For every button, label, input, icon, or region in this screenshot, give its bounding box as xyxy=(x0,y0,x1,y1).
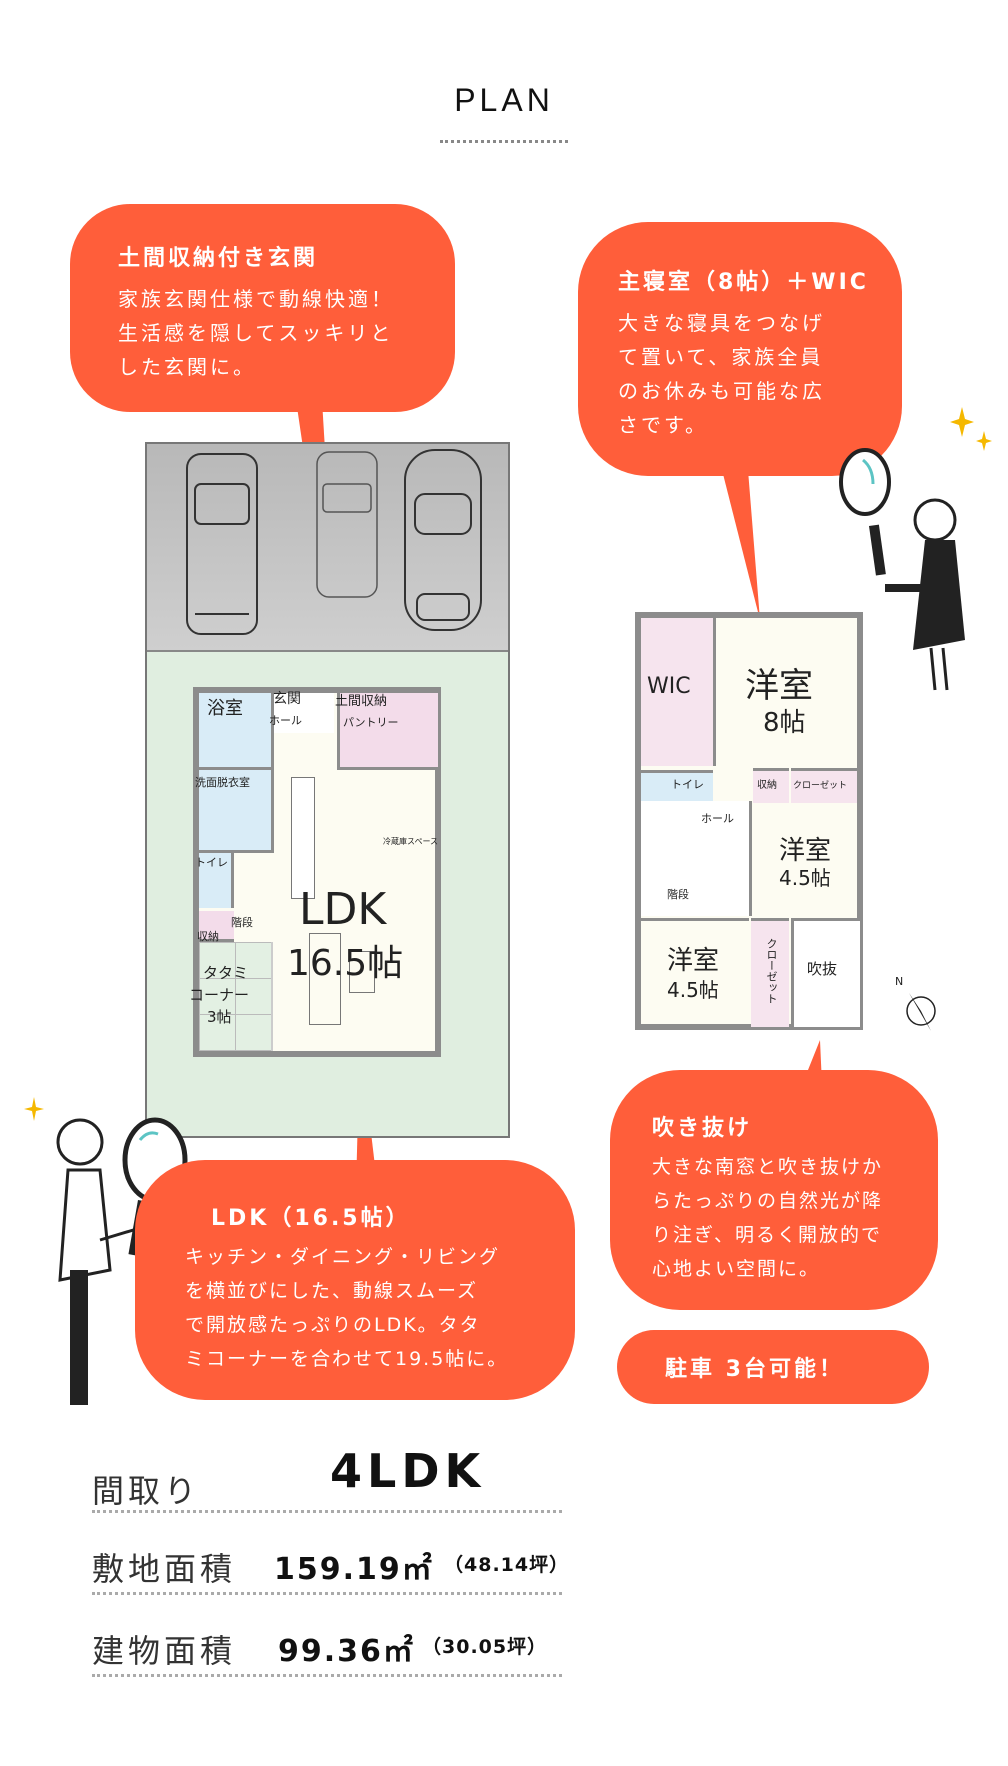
entrance-bubble-line: した玄関に。 xyxy=(118,355,256,379)
room-label-room2-size: 4.5帖 xyxy=(779,866,831,890)
kitchen-counter xyxy=(291,777,315,899)
character-woman-magnifier-icon xyxy=(839,448,965,691)
entrance-bubble-heading: 土間収納付き玄関 xyxy=(118,246,319,271)
room-label-pantry: パントリー xyxy=(343,716,399,729)
entrance-room xyxy=(274,693,334,733)
closet-room xyxy=(791,768,857,803)
floor1-plan: 浴室 玄関 土間収納 ホール パントリー 洗面脱衣室 トイレ 階段 収納 冷蔵庫… xyxy=(145,442,510,1138)
title-divider xyxy=(440,140,568,143)
hall-area xyxy=(641,801,752,916)
stats-row-layout: 間取り 4LDK xyxy=(92,1440,562,1513)
compass-north-label: N xyxy=(895,975,904,988)
master-bubble-line: さです。 xyxy=(618,413,708,437)
room-label-master-size: 8帖 xyxy=(763,708,806,738)
room-label-washroom: 洗面脱衣室 xyxy=(195,776,250,789)
closet-room xyxy=(199,911,234,942)
void-area xyxy=(791,918,860,1027)
ldk-bubble-line: で開放感たっぷりのLDK。タタ xyxy=(185,1314,481,1336)
parking-area xyxy=(147,444,508,652)
stats-label: 建物面積 xyxy=(92,1632,237,1670)
void-bubble-line: り注ぎ、明るく開放的で xyxy=(652,1224,883,1246)
void-bubble-line: らたっぷりの自然光が降 xyxy=(652,1190,884,1212)
master-bubble-line: のお休みも可能な広 xyxy=(618,379,825,403)
entrance-bubble-line: 家族玄関仕様で動線快適！ xyxy=(118,287,394,311)
floor2-plan: WIC 洋室 8帖 トイレ 収納 クローゼット ホール 洋室 4.5帖 階段 洋… xyxy=(635,612,863,1030)
room-label-room2: 洋室 xyxy=(779,836,832,866)
room-label-room3: 洋室 xyxy=(667,946,720,976)
room-label-hall: ホール xyxy=(701,812,734,825)
compass-icon: N xyxy=(895,975,945,1035)
room-label-room3-size: 4.5帖 xyxy=(667,978,719,1002)
stats-row-site-area: 敷地面積 159.19㎡ （48.14坪） xyxy=(92,1510,570,1595)
master-bubble-heading: 主寝室（8帖）＋WIC xyxy=(618,270,869,295)
sparkle-icon xyxy=(24,1097,44,1121)
master-bubble-tail xyxy=(722,470,760,620)
room-label-stairs: 階段 xyxy=(231,916,253,929)
room-label-closet2: クローゼット xyxy=(765,938,778,1004)
room-label-void: 吹抜 xyxy=(807,960,838,978)
room-label-tatami-size: 3帖 xyxy=(207,1008,232,1026)
room-label-storage: 土間収納 xyxy=(335,694,388,709)
stats-sub: （30.05坪） xyxy=(422,1636,548,1658)
stats-sub: （48.14坪） xyxy=(444,1554,570,1576)
car-icon xyxy=(186,453,258,635)
room-label-closet: クローゼット xyxy=(793,781,848,791)
wic-room xyxy=(641,618,716,766)
entrance-bubble: 土間収納付き玄関 家族玄関仕様で動線快適！ 生活感を隠してスッキリと した玄関に… xyxy=(70,204,455,412)
stats-label: 間取り xyxy=(92,1472,201,1510)
floor1-house xyxy=(193,687,441,1057)
car-icon xyxy=(404,449,482,631)
room-label-toilet: トイレ xyxy=(671,778,704,791)
room3 xyxy=(641,918,749,1027)
car-icon xyxy=(316,451,378,598)
stats-value: 159.19㎡ xyxy=(274,1552,434,1587)
ldk-bubble-heading: LDK（16.5帖） xyxy=(211,1206,411,1231)
parking-badge: 駐車 3台可能！ xyxy=(617,1330,929,1404)
void-bubble-line: 大きな南窓と吹き抜けか xyxy=(652,1156,884,1178)
entrance-bubble-line: 生活感を隠してスッキリと xyxy=(118,321,394,345)
room-label-tatami: タタミ xyxy=(203,964,249,982)
room-label-bath: 浴室 xyxy=(207,698,243,719)
stats-row-building-area: 建物面積 99.36㎡ （30.05坪） xyxy=(92,1592,562,1677)
sparkle-icon xyxy=(950,407,992,451)
void-bubble-heading: 吹き抜け xyxy=(652,1116,753,1141)
room-label-storage: 収納 xyxy=(757,780,777,791)
toilet-room xyxy=(199,853,234,908)
table xyxy=(349,951,375,993)
room-label-toilet: トイレ xyxy=(195,856,228,869)
room-label-hall: ホール xyxy=(269,714,302,727)
ldk-bubble: LDK（16.5帖） キッチン・ダイニング・リビング を横並びにした、動線スムー… xyxy=(135,1160,575,1400)
void-bubble-line: 心地よい空間に。 xyxy=(652,1258,821,1280)
ldk-bubble-line: キッチン・ダイニング・リビング xyxy=(185,1246,501,1268)
room-label-wic: WIC xyxy=(647,674,691,699)
page-title: PLAN xyxy=(454,82,554,118)
room-label-ldk: LDK xyxy=(299,884,387,935)
master-bubble-line: て置いて、家族全員 xyxy=(618,345,824,369)
room-label-closet: 収納 xyxy=(197,930,219,943)
master-bubble: 主寝室（8帖）＋WIC 大きな寝具をつなげ て置いて、家族全員 のお休みも可能な… xyxy=(578,222,902,476)
stats-value: 4LDK xyxy=(330,1444,486,1498)
washroom xyxy=(199,770,274,853)
tatami-room xyxy=(199,942,273,1051)
void-bubble: 吹き抜け 大きな南窓と吹き抜けか らたっぷりの自然光が降 り注ぎ、明るく開放的で… xyxy=(610,1070,938,1310)
room-label-entrance: 玄関 xyxy=(273,691,301,707)
sofa xyxy=(309,933,341,1025)
room-label-master: 洋室 xyxy=(745,666,813,706)
room-label-fridge: 冷蔵庫スペース xyxy=(383,837,439,846)
parking-badge-text: 駐車 3台可能！ xyxy=(665,1357,844,1382)
storage-room xyxy=(337,693,438,770)
master-bubble-line: 大きな寝具をつなげ xyxy=(618,311,825,335)
storage-room xyxy=(753,768,789,803)
room-label-tatami: コーナー xyxy=(189,986,250,1004)
toilet-room xyxy=(641,770,713,801)
room-label-stairs: 階段 xyxy=(667,888,689,901)
ldk-bubble-line: ミコーナーを合わせて19.5帖に。 xyxy=(185,1348,509,1370)
ldk-bubble-line: を横並びにした、動線スムーズ xyxy=(185,1280,479,1302)
closet2-room xyxy=(751,918,789,1027)
room-label-ldk-size: 16.5帖 xyxy=(287,943,404,984)
bath-room xyxy=(199,693,274,770)
stats-label: 敷地面積 xyxy=(92,1550,237,1588)
stats-value: 99.36㎡ xyxy=(278,1634,415,1669)
cars-drawing xyxy=(186,449,482,635)
